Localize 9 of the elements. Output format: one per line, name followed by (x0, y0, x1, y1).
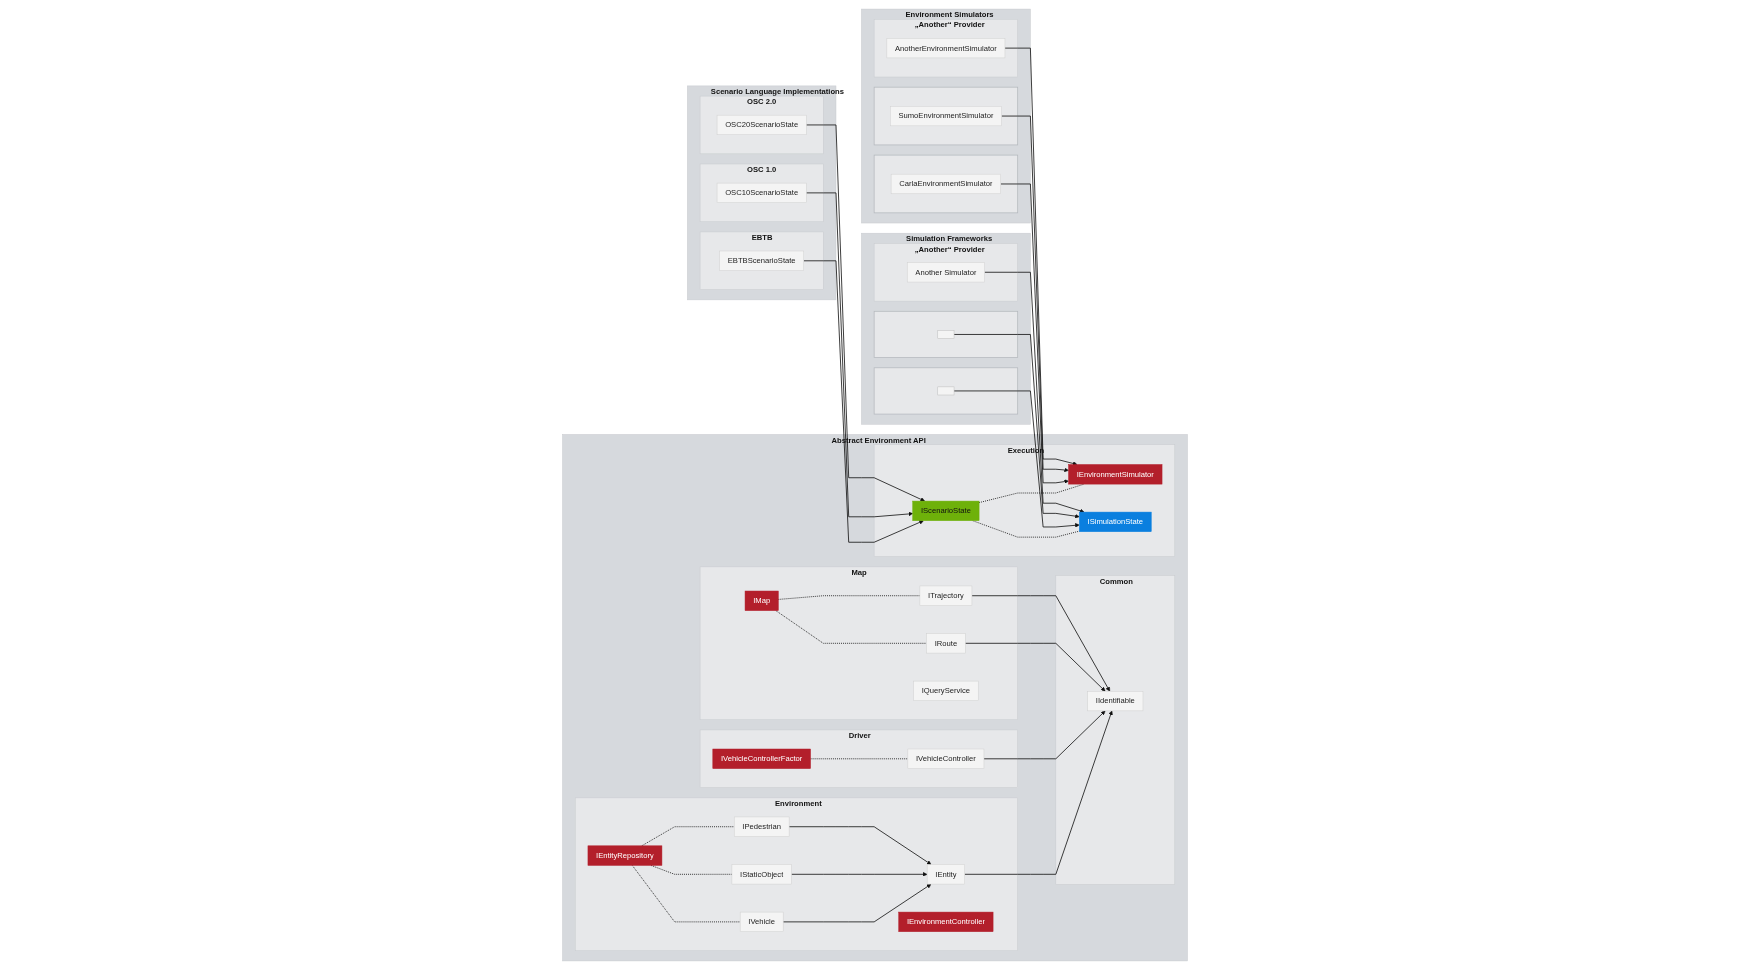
connector (972, 520, 1080, 538)
connector (775, 610, 927, 644)
cluster (873, 154, 1019, 214)
cluster (873, 310, 1019, 358)
connector (777, 595, 921, 600)
cluster (873, 367, 1019, 415)
node-box (937, 330, 955, 339)
cluster (873, 86, 1019, 146)
node-box (937, 386, 955, 396)
